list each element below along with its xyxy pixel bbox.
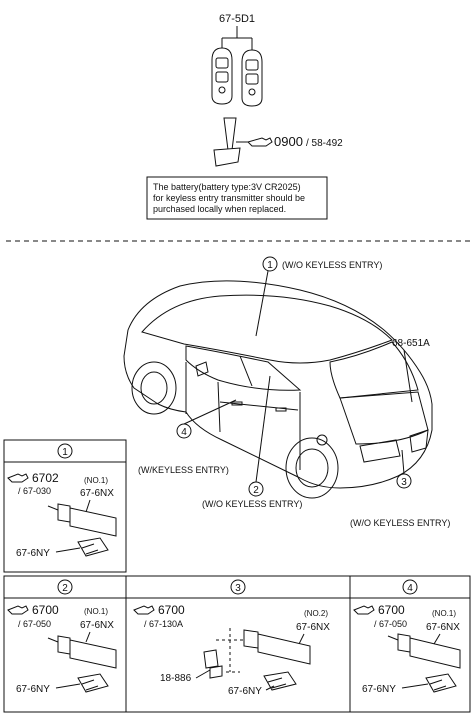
box-number: 1 [62,447,68,458]
callout-number: 4 [181,427,187,438]
bottom-frame [3,575,471,713]
callout-label: (W/O KEYLESS ENTRY) [350,518,450,528]
detail-box-3: 3 6700 / 67-130A (NO.2) 67-6NX 18-886 67… [133,579,330,697]
part-number[interactable]: 67-6NY [362,684,396,695]
callout-2[interactable]: 2 (W/O KEYLESS ENTRY) [202,375,302,509]
box-number: 4 [407,583,413,594]
pointing-hand-icon [247,137,273,147]
part-number[interactable]: 67-6NX [296,622,330,633]
ref-sub-number[interactable]: / 67-050 [18,619,51,629]
car-illustration [123,280,433,499]
callout-4[interactable]: 4 (W/KEYLESS ENTRY) [138,399,237,475]
callout-number: 2 [253,485,259,496]
pointing-hand-icon [7,473,29,483]
callout-number: 1 [267,260,273,271]
battery-note-line: for keyless entry transmitter should be [153,193,305,203]
callout-label: (W/KEYLESS ENTRY) [138,465,229,475]
key-fob-icon [211,47,233,105]
box-number: 3 [235,583,241,594]
ref-number[interactable]: 6700 [378,603,405,617]
pointing-hand-icon [133,605,155,615]
key-cylinder-icon [243,629,311,665]
bracket-icon [263,671,297,691]
part-number[interactable]: 67-6NY [16,548,50,559]
no-label: (NO.1) [84,607,108,616]
bracket-icon [425,673,457,693]
battery-note-box [146,176,328,220]
key-cylinder-icon [47,635,117,669]
callout-label: (W/O KEYLESS ENTRY) [202,499,302,509]
part-number[interactable]: 18-886 [160,673,192,684]
no-label: (NO.2) [304,609,328,618]
ref-sub-number[interactable]: / 67-130A [144,619,183,629]
bracket-icon [77,673,109,693]
no-label: (NO.1) [84,476,108,485]
bracket-icon [77,537,109,557]
ref-number[interactable]: 6702 [32,471,59,485]
battery-note-line: purchased locally when replaced. [153,204,286,214]
emergency-key-icon [213,117,241,167]
ref-number[interactable]: 0900 [274,134,303,149]
ref-number[interactable]: 6700 [32,603,59,617]
pointing-hand-icon [353,605,375,615]
key-part-number[interactable]: 67-5D1 [219,13,255,25]
callout-label: (W/O KEYLESS ENTRY) [282,260,382,270]
ref-sub-number[interactable]: / 58-492 [306,138,343,149]
callout-3[interactable]: 3 (W/O KEYLESS ENTRY) [350,449,450,528]
ref-number[interactable]: 6700 [158,603,185,617]
pointing-hand-icon [7,605,29,615]
part-68-651a[interactable]: 68-651A [392,338,430,349]
key-cylinder-icon [47,503,117,537]
key-cylinder-icon [387,633,461,669]
key-fob-icon [241,49,263,107]
detail-box-4: 4 6700 / 67-050 (NO.1) 67-6NX 67-6NY [353,579,461,695]
part-number[interactable]: 67-6NX [80,620,114,631]
detail-box-2: 2 6700 / 67-050 (NO.1) 67-6NX 67-6NY [7,579,117,695]
no-label: (NO.1) [432,609,456,618]
small-cylinder-icon [203,649,223,679]
callout-number: 3 [401,477,407,488]
part-number[interactable]: 67-6NY [16,684,50,695]
part-number[interactable]: 67-6NX [426,622,460,633]
box-number: 2 [62,583,68,594]
ref-sub-number[interactable]: / 67-030 [18,486,51,496]
battery-note-line: The battery(battery type:3V CR2025) [153,182,301,192]
detail-box-1: 1 6702 / 67-030 (NO.1) 67-6NX 67-6NY [3,439,127,573]
callout-1[interactable]: 1 (W/O KEYLESS ENTRY) [255,256,382,337]
part-number[interactable]: 67-6NY [228,686,262,697]
part-number[interactable]: 67-6NX [80,488,114,499]
key-section: 67-5D1 0900 / 58-492 The b [146,13,343,220]
ref-sub-number[interactable]: / 67-050 [374,619,407,629]
